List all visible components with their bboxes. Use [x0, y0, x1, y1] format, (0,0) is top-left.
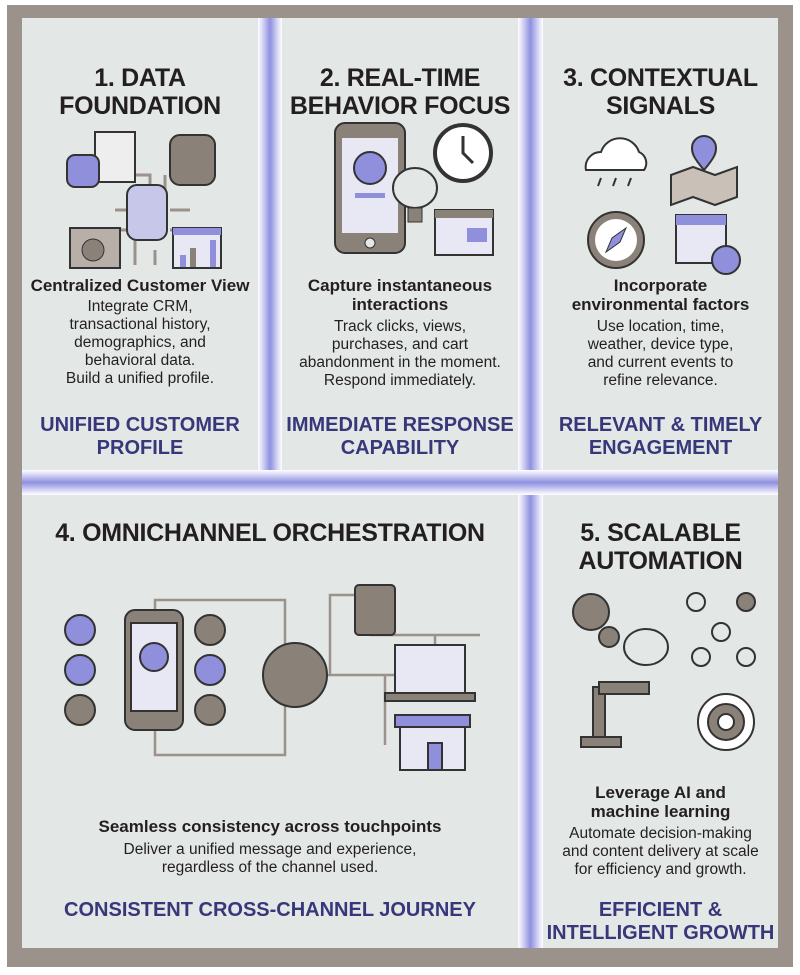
facebook-icon — [64, 614, 96, 646]
panel-subtitle: Centralized Customer View — [30, 276, 250, 295]
database-icon — [66, 134, 216, 241]
smartphone-profile-icon — [124, 609, 184, 731]
automation-icons — [543, 587, 778, 757]
calendar-clock-icon — [674, 214, 741, 275]
brain-lightbulb-icon — [392, 167, 438, 223]
robot-arm-icon — [579, 681, 650, 748]
data-icons — [22, 130, 258, 270]
panel-tagline: CONSISTENT CROSS-CHANNEL JOURNEY — [64, 899, 476, 921]
compass-icon — [586, 211, 645, 269]
rain-cloud-icon — [584, 137, 647, 187]
instagram-icon — [194, 614, 226, 646]
tablet-icon — [354, 584, 396, 636]
panel-omnichannel: 4. OMNICHANNEL ORCHESTRATION Seamless co… — [22, 495, 518, 948]
twitter-icon — [64, 654, 96, 686]
brain-icon — [622, 628, 669, 666]
analytics-window-icon — [172, 227, 222, 269]
target-icon — [696, 693, 755, 751]
map-pin-icon — [669, 135, 738, 207]
panel-body: Deliver a unified message and experience… — [123, 841, 417, 876]
behavior-icons — [282, 118, 518, 268]
linkedin-icon — [194, 654, 226, 686]
panel-body: Integrate CRM,transactional history,demo… — [65, 298, 215, 387]
folder-chart-icon — [69, 227, 121, 269]
chat-icon — [194, 694, 226, 726]
divider — [258, 18, 282, 470]
panel-title: 4. OMNICHANNEL ORCHESTRATION — [55, 519, 485, 547]
laptop-icon — [384, 644, 476, 702]
divider — [22, 470, 778, 495]
email-icon — [64, 694, 96, 726]
panel-tagline: EFFICIENT &INTELLIGENT GROWTH — [546, 899, 775, 944]
storefront-icon — [394, 714, 471, 771]
gears-icon — [571, 593, 610, 631]
brain-icon — [262, 642, 328, 708]
flowchart-icon — [685, 592, 756, 667]
document-icon — [94, 131, 136, 183]
smartphone-profile-icon — [334, 122, 406, 254]
omnichannel-icons — [22, 575, 518, 775]
panel-subtitle: Seamless consistency across touchpoints — [98, 817, 442, 836]
panel-body: Use location, time,weather, device type,… — [587, 318, 734, 389]
context-icons — [543, 130, 778, 275]
browser-window-icon — [434, 209, 494, 256]
clock-icon — [433, 123, 493, 183]
